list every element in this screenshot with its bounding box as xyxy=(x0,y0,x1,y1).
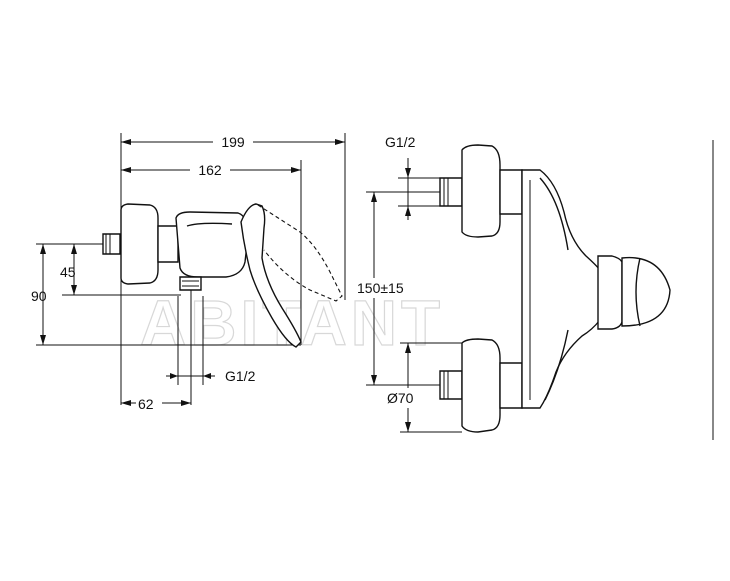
arrowhead xyxy=(40,244,46,254)
cap-contour xyxy=(635,257,641,327)
cartridge-ring xyxy=(597,255,623,330)
dim-label-inlet-thread: G1/2 xyxy=(385,134,416,150)
outlet-nut xyxy=(179,276,202,291)
arrowhead xyxy=(170,373,178,379)
arrowhead xyxy=(371,375,377,385)
arrowhead xyxy=(405,168,411,178)
mixer-body-front xyxy=(521,169,601,409)
arrowhead xyxy=(40,335,46,345)
arrowhead xyxy=(71,285,77,295)
side-view: 199 162 45 90 62 G1/2 xyxy=(31,132,346,412)
arrowhead xyxy=(405,206,411,216)
lever-cap xyxy=(621,256,671,327)
dim-label-150: 150±15 xyxy=(357,280,404,296)
arrowhead xyxy=(335,139,345,145)
body-contour-lower xyxy=(544,329,569,401)
arrowhead xyxy=(203,373,211,379)
lower-inlet-nipple xyxy=(439,370,463,400)
mixer-body xyxy=(175,211,249,278)
arrowhead xyxy=(121,400,131,406)
dim-label-70: Ø70 xyxy=(387,390,414,406)
arrowhead xyxy=(405,422,411,432)
body-contour-upper xyxy=(539,177,569,251)
inlet-nipple xyxy=(102,233,121,255)
dim-label-162: 162 xyxy=(198,162,222,178)
body-contour xyxy=(186,222,233,227)
lever-swing-outline xyxy=(257,204,343,302)
arrowhead xyxy=(371,192,377,202)
dim-label-199: 199 xyxy=(221,134,245,150)
arrowhead xyxy=(291,167,301,173)
upper-connector xyxy=(499,169,523,215)
arrowhead xyxy=(181,400,191,406)
lower-wall-flange xyxy=(461,338,501,433)
connector xyxy=(157,225,179,263)
lever-handle xyxy=(240,203,302,348)
dim-label-90: 90 xyxy=(31,288,47,304)
front-view: G1/2 150±15 Ø70 xyxy=(354,134,714,440)
arrowhead xyxy=(71,244,77,254)
arrowhead xyxy=(405,343,411,353)
wall-flange xyxy=(120,203,159,285)
arrowhead xyxy=(121,167,131,173)
upper-inlet-nipple xyxy=(439,177,463,207)
dim-label-outlet-thread: G1/2 xyxy=(225,368,256,384)
dim-label-45: 45 xyxy=(60,264,76,280)
dim-label-62: 62 xyxy=(138,396,154,412)
arrowhead xyxy=(121,139,131,145)
lower-connector xyxy=(499,362,523,409)
upper-wall-flange xyxy=(461,144,501,238)
